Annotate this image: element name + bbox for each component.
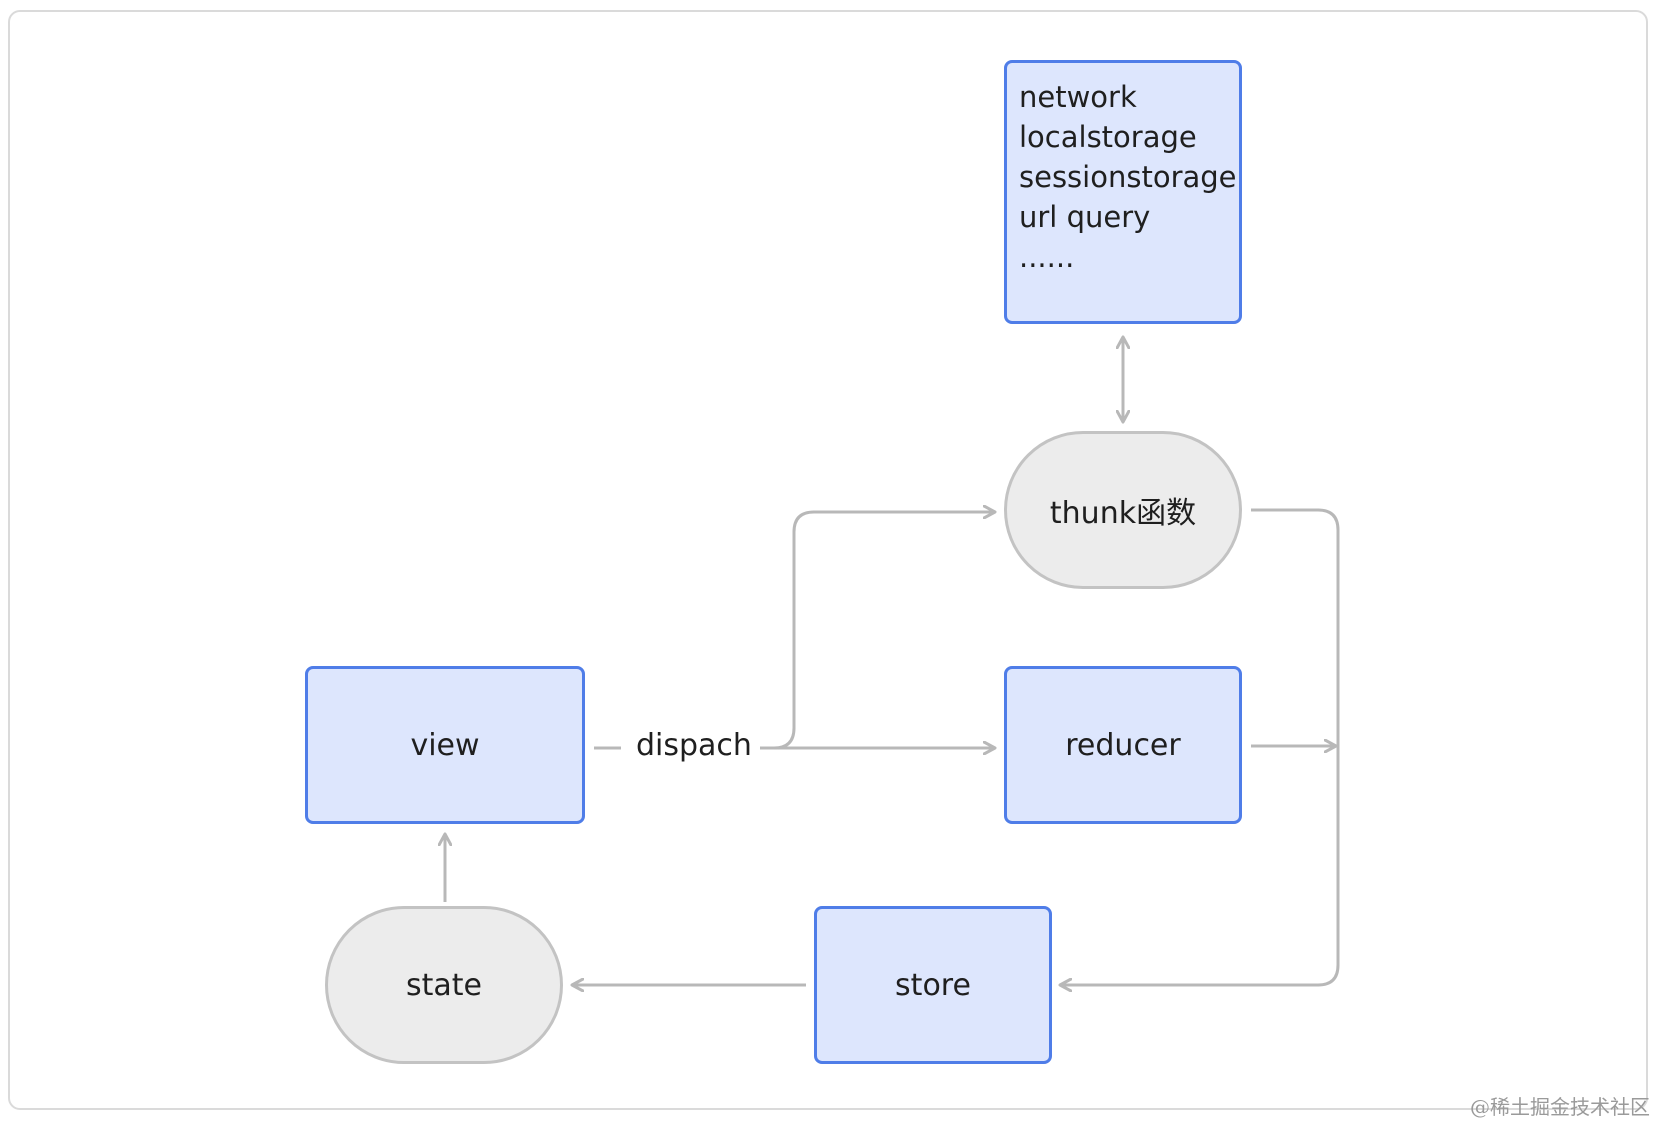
storage-item-network: network: [1019, 80, 1137, 114]
storage-sources-box: network localstorage sessionstorage url …: [1004, 60, 1242, 324]
storage-item-sessionstorage: sessionstorage: [1019, 160, 1237, 194]
dispatch-edge-label: dispach: [632, 728, 756, 763]
view-node: view: [305, 666, 585, 824]
store-label: store: [895, 967, 971, 1003]
reducer-label: reducer: [1065, 727, 1181, 763]
edge-thunk-store: [1060, 508, 1340, 985]
storage-item-localstorage: localstorage: [1019, 120, 1197, 154]
storage-item-url-query: url query: [1019, 200, 1151, 234]
thunk-label: thunk函数: [1049, 496, 1197, 531]
view-label: view: [410, 727, 480, 763]
watermark: @稀土掘金技术社区: [1470, 1095, 1650, 1119]
edge-dispatch-thunk: [760, 512, 995, 750]
state-node: state: [325, 906, 563, 1064]
thunk-node: thunk函数: [1004, 431, 1242, 589]
reducer-node: reducer: [1004, 666, 1242, 824]
store-node: store: [814, 906, 1052, 1064]
state-label: state: [406, 967, 482, 1003]
storage-item-ellipsis: ......: [1019, 240, 1075, 274]
